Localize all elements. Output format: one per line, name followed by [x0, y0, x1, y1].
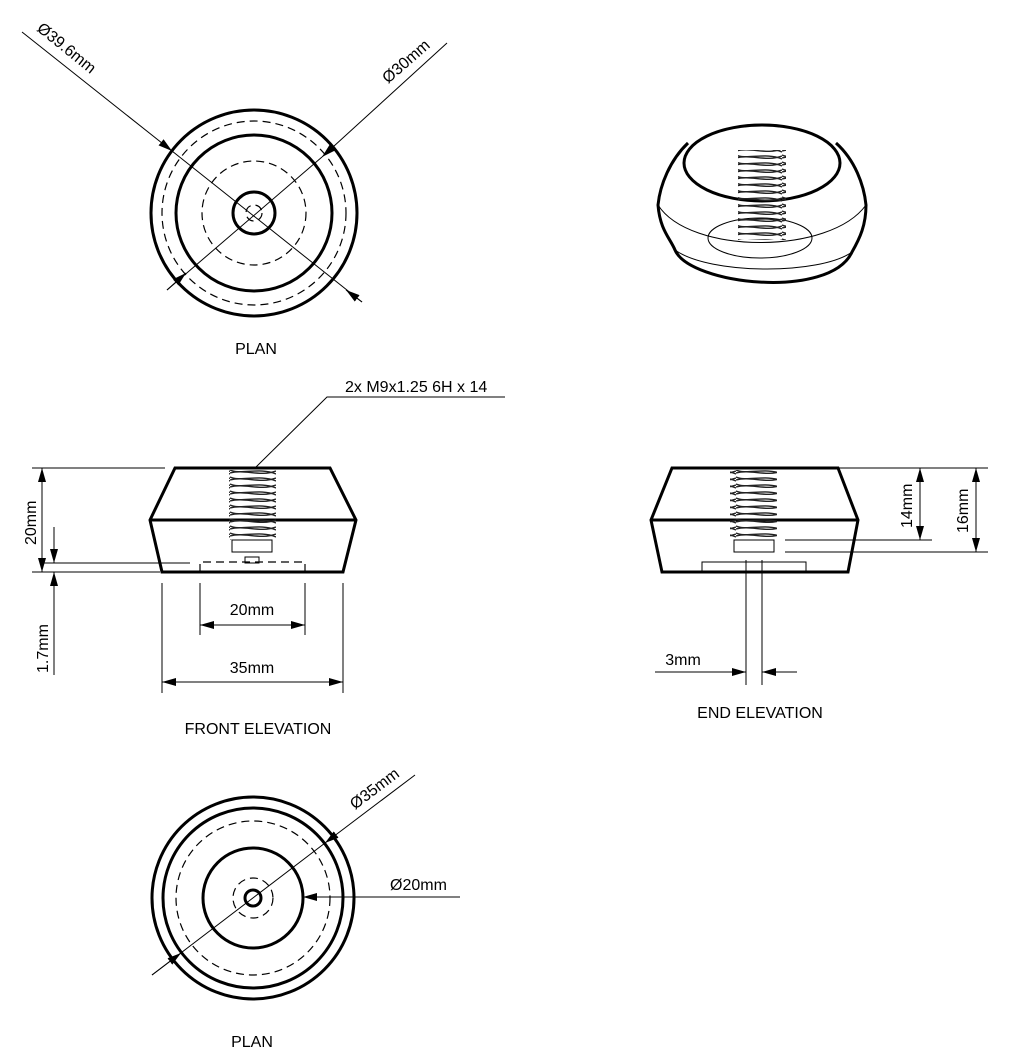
view-label-plan-top: PLAN	[235, 341, 277, 358]
dim-base-width: 35mm	[230, 660, 274, 677]
thread-iso	[738, 150, 786, 240]
front-elevation-view: 2x M9x1.25 6H x 14 20mm 1.7mm 20mm 35mm …	[23, 379, 505, 738]
plan-view-bottom: Ø35mm Ø20mm PLAN	[150, 765, 460, 1051]
dim-hole-width: 3mm	[665, 652, 701, 669]
dim-leader-inner	[321, 42, 448, 158]
dim-total-height: 16mm	[955, 489, 972, 533]
thread-callout: 2x M9x1.25 6H x 14	[345, 379, 487, 396]
end-elevation-view: 3mm 14mm 16mm END ELEVATION	[649, 466, 988, 722]
dim-leader-outer	[21, 31, 173, 152]
dim-diameter-outer-bottom: Ø35mm	[347, 765, 403, 813]
dim-thread-depth: 14mm	[899, 484, 916, 528]
view-label-front: FRONT ELEVATION	[185, 721, 332, 738]
thread-front	[229, 470, 276, 540]
thread-end	[730, 470, 777, 540]
dim-recess-depth: 1.7mm	[35, 624, 52, 673]
dim-recess-width: 20mm	[230, 602, 274, 619]
plan-view-top: Ø39.6mm Ø30mm PLAN	[21, 20, 448, 358]
isometric-view	[656, 123, 868, 284]
dim-diameter-inner-bottom: Ø20mm	[390, 877, 447, 894]
view-label-end: END ELEVATION	[697, 705, 823, 722]
dim-height: 20mm	[23, 501, 40, 545]
view-label-plan-bottom: PLAN	[231, 1034, 273, 1051]
